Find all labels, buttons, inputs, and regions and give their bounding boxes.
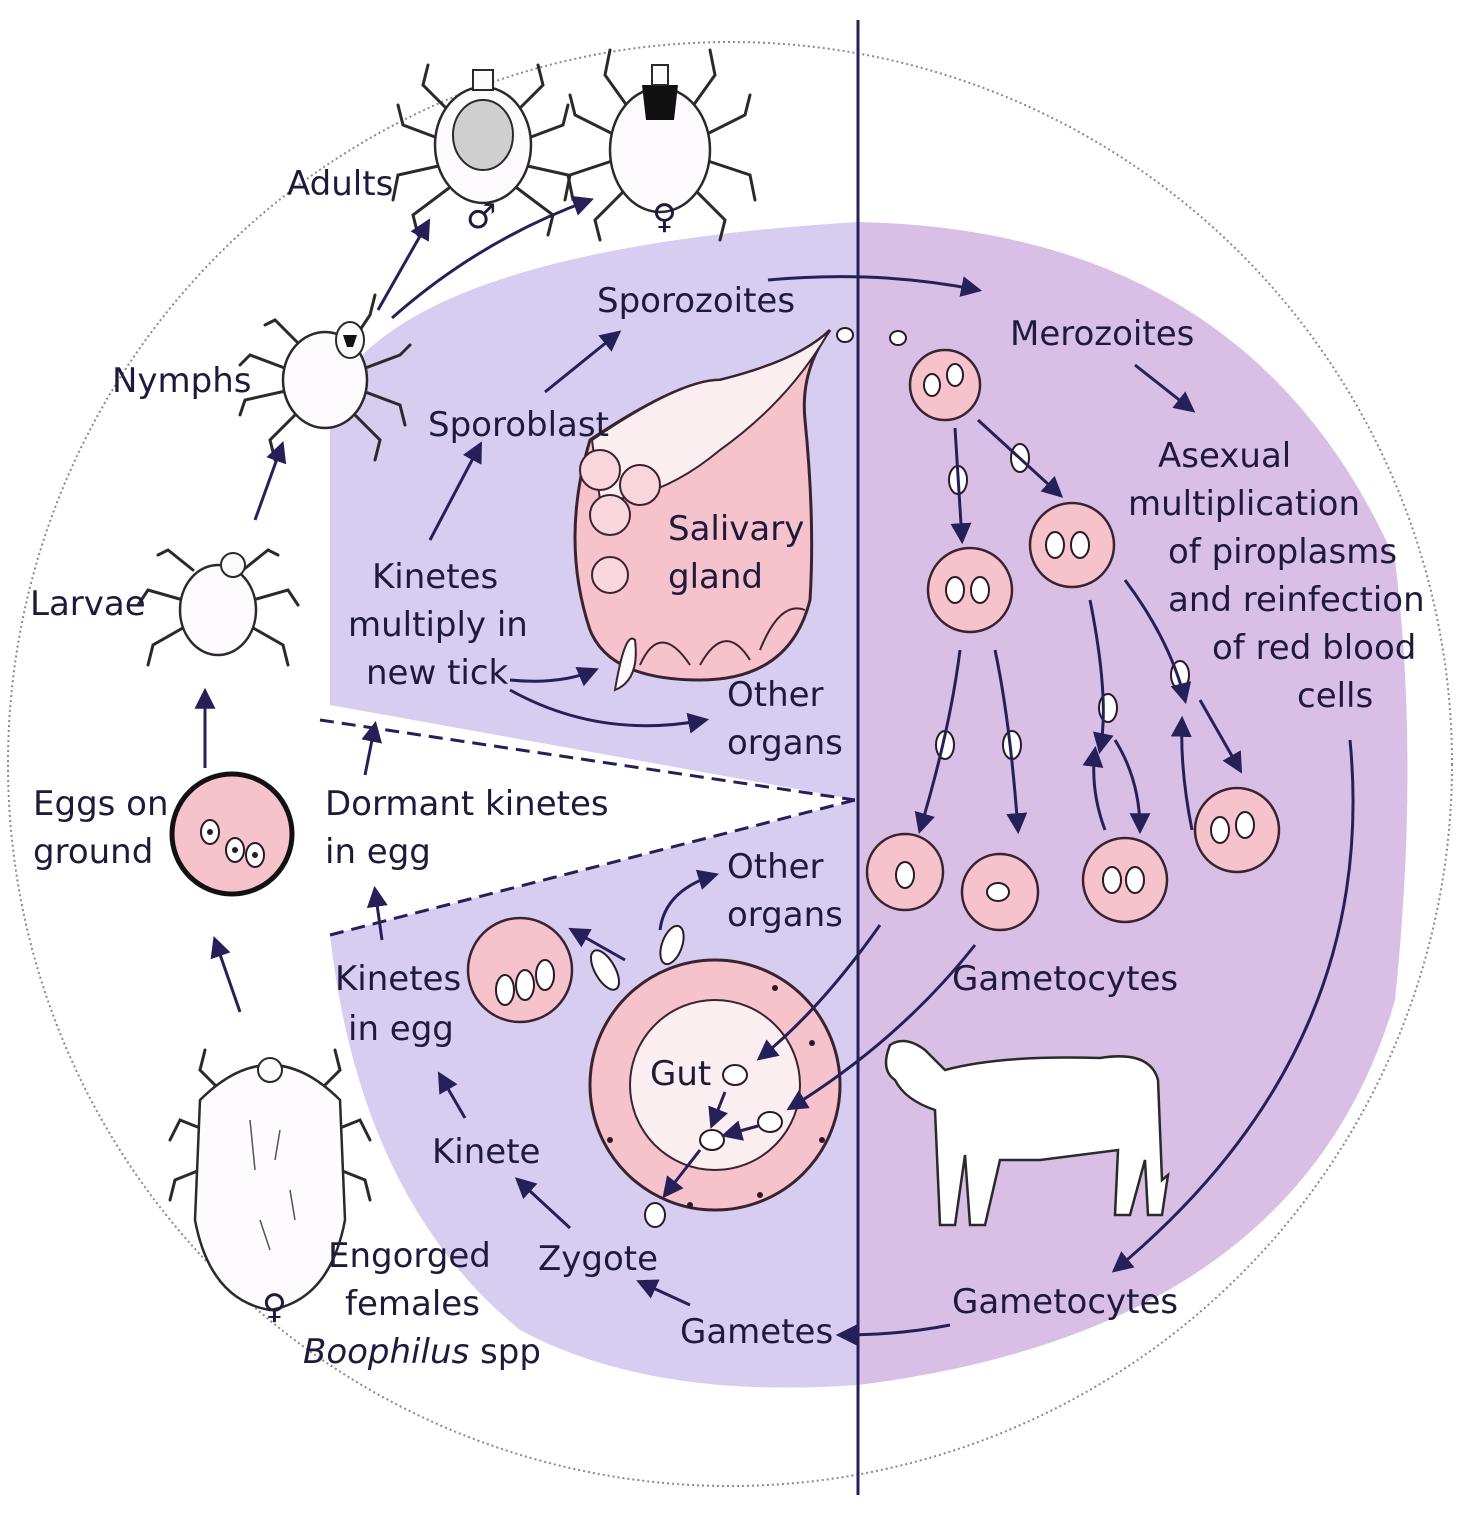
label-kinetes-multiply-2: multiply in — [348, 605, 528, 645]
label-merozoites: Merozoites — [1010, 314, 1194, 354]
label-larvae: Larvae — [30, 584, 146, 624]
rbc-cell — [1030, 503, 1114, 587]
label-gut: Gut — [650, 1054, 711, 1094]
label-engorged-1: Engorged — [328, 1236, 491, 1276]
label-asexual-2: multiplication — [1128, 484, 1360, 524]
rbc-merozoite-cell — [910, 350, 980, 420]
rbc-cell — [962, 854, 1038, 930]
label-kinetes-multiply-3: new tick — [366, 653, 509, 693]
label-asexual-6: cells — [1297, 676, 1373, 716]
label-dormant-kinetes-1: Dormant kinetes — [325, 784, 609, 824]
egg-icon — [172, 774, 292, 894]
label-salivary-gland-1: Salivary — [668, 509, 804, 549]
label-eggs-on-ground-1: Eggs on — [33, 784, 169, 824]
label-other-organs-top-2: organs — [727, 723, 843, 763]
rbc-cell — [1195, 788, 1279, 872]
rbc-cell — [1083, 838, 1167, 922]
rbc-cell — [928, 548, 1012, 632]
label-eggs-on-ground-2: ground — [33, 832, 153, 872]
label-engorged-2: females — [345, 1284, 480, 1324]
rbc-cell — [867, 834, 943, 910]
label-asexual-3: of piroplasms — [1168, 532, 1397, 572]
label-zygote: Zygote — [538, 1239, 658, 1279]
label-asexual-1: Asexual — [1158, 436, 1291, 476]
male-symbol: ♂ — [466, 197, 496, 237]
label-dormant-kinetes-2: in egg — [325, 832, 431, 872]
label-adults: Adults — [287, 164, 393, 204]
label-boophilus: Boophilus — [303, 1332, 469, 1372]
label-engorged-3: Boophilus spp — [303, 1332, 541, 1372]
female-symbol: ♀ — [652, 197, 677, 237]
label-gametes: Gametes — [680, 1312, 833, 1352]
label-kinetes-multiply-1: Kinetes — [372, 557, 498, 597]
label-other-organs-top-1: Other — [727, 675, 824, 715]
label-other-organs-bottom-2: organs — [727, 895, 843, 935]
tick-larva-icon — [138, 550, 298, 665]
label-sporozoites: Sporozoites — [597, 281, 795, 321]
label-spp: spp — [469, 1332, 541, 1372]
engorged-female-symbol: ♀ — [262, 1287, 287, 1327]
label-kinete: Kinete — [432, 1132, 540, 1172]
label-asexual-4: and reinfection — [1168, 580, 1425, 620]
label-salivary-gland-2: gland — [668, 557, 763, 597]
label-gametocytes-upper: Gametocytes — [952, 959, 1178, 999]
label-nymphs: Nymphs — [112, 361, 252, 401]
label-kinetes-in-egg-1: Kinetes — [335, 959, 461, 999]
label-sporoblast: Sporoblast — [428, 405, 609, 445]
label-other-organs-bottom-1: Other — [727, 847, 824, 887]
label-gametocytes-lower: Gametocytes — [952, 1282, 1178, 1322]
label-asexual-5: of red blood — [1212, 628, 1416, 668]
label-kinetes-in-egg-2: in egg — [348, 1009, 454, 1049]
